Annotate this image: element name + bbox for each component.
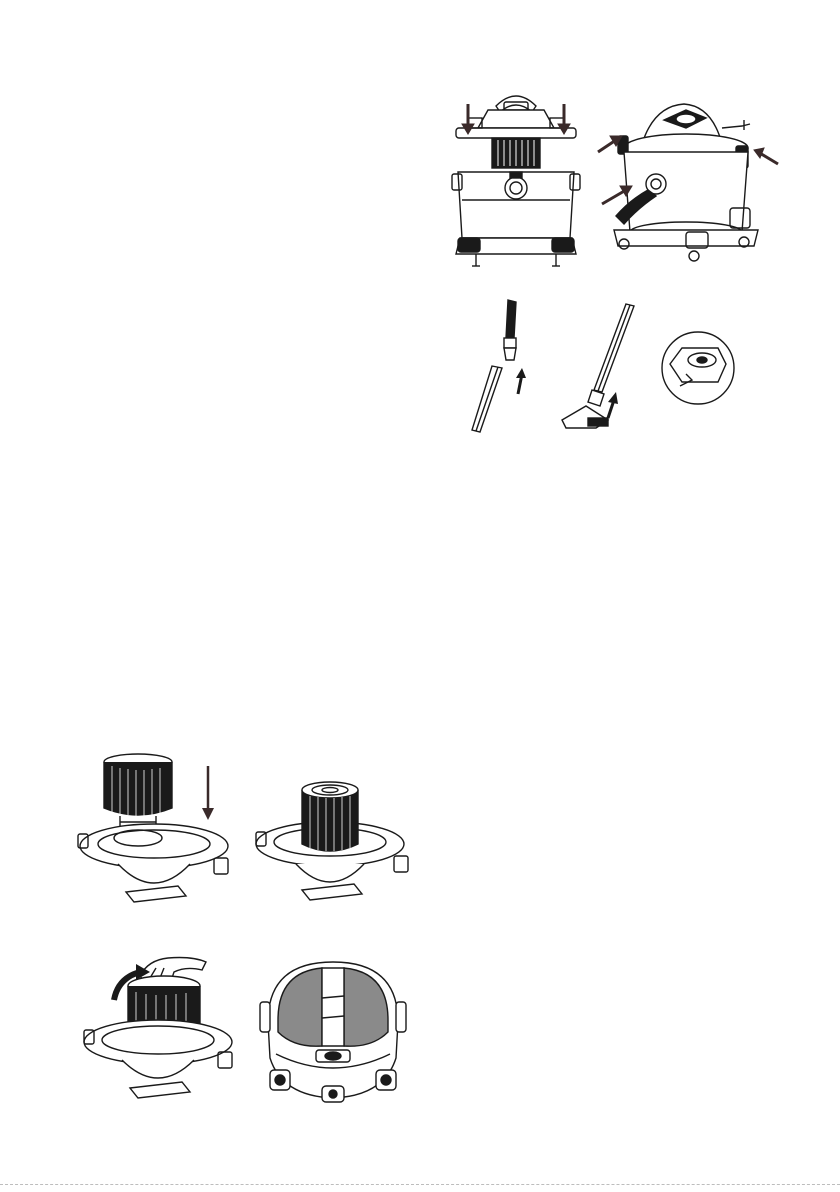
tank-top-illustration — [260, 958, 406, 1104]
filter-lid-twist — [78, 956, 238, 1102]
vacuum-side-illustration — [594, 96, 784, 268]
filter-install — [78, 752, 238, 910]
hose-wand-illustration — [470, 298, 540, 432]
vacuum-side-assembly — [594, 96, 784, 268]
filter-install-illustration — [78, 752, 238, 910]
wand-floor-nozzle-connect — [556, 302, 646, 438]
filter-installed — [256, 778, 414, 906]
latch-detail-illustration — [660, 330, 736, 406]
page-bottom-rule — [0, 1184, 840, 1185]
tank-top-view — [260, 958, 406, 1104]
vacuum-front-assembly — [448, 88, 584, 274]
filter-installed-illustration — [256, 778, 414, 906]
hose-wand-connect — [470, 298, 540, 432]
filter-twist-illustration — [78, 956, 238, 1102]
latch-detail — [660, 330, 736, 406]
vacuum-front-illustration — [448, 88, 584, 274]
floor-nozzle-illustration — [556, 302, 646, 438]
